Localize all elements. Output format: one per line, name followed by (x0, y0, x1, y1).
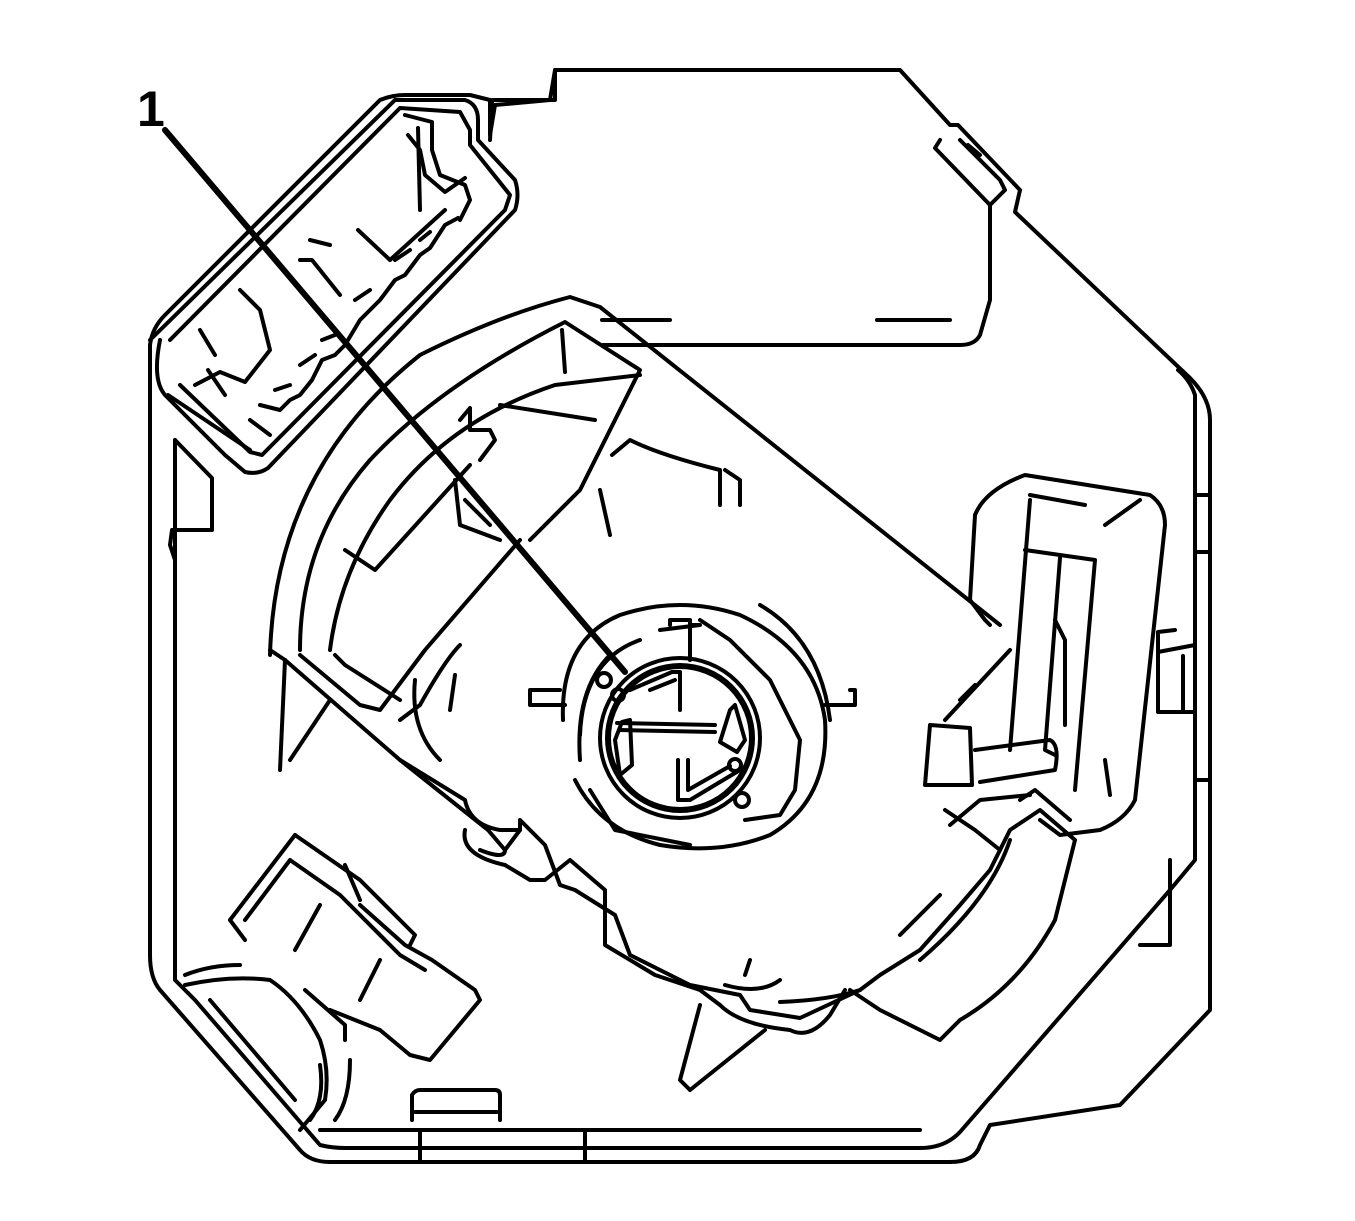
lower-stepped-track (398, 758, 1077, 1092)
outer-housing (148, 68, 1212, 1164)
center-rotor-hub (528, 603, 857, 851)
upper-left-connector (148, 98, 520, 475)
callout-leader-line (162, 127, 628, 675)
top-cover (488, 68, 1007, 347)
lower-left-connector (183, 833, 482, 1132)
bottom-mounting-tab (318, 1088, 922, 1162)
callout-label-1: 1 (137, 81, 165, 137)
clockspring-arc-body (268, 295, 1002, 857)
right-side-module (923, 473, 1167, 837)
